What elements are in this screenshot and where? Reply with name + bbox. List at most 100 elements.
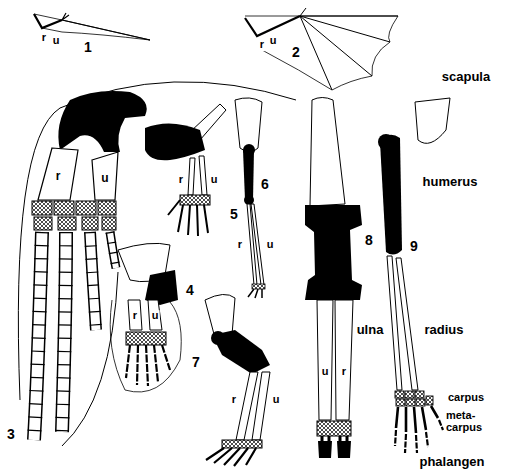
bone-label: u xyxy=(52,35,61,47)
figure-6 xyxy=(235,98,265,298)
carpus-bones xyxy=(317,421,351,436)
arm-bones xyxy=(34,14,62,28)
bone-label: r xyxy=(341,366,347,378)
wing-finger xyxy=(62,13,150,40)
bone-label: r xyxy=(237,239,243,251)
carpal-bone xyxy=(102,217,116,230)
bone-name: carpus xyxy=(447,392,485,404)
carpal-bone xyxy=(426,396,433,405)
metacarpal-bones xyxy=(396,406,438,433)
bone-name: scapula xyxy=(441,70,491,84)
bone-name: meta- carpus xyxy=(445,410,483,433)
carpus-bones xyxy=(180,195,210,205)
phalanx-chain xyxy=(34,232,42,440)
carpus-bones xyxy=(32,201,116,230)
figure-4 xyxy=(110,243,181,392)
bone-label: r xyxy=(41,32,47,44)
bone-label: u xyxy=(321,366,330,378)
phalanx-chain xyxy=(110,232,116,268)
radius-bone xyxy=(396,258,418,390)
finger-bones xyxy=(168,200,208,236)
phalanx-joints xyxy=(90,232,96,330)
humerus-head xyxy=(211,331,225,345)
scapula-bone xyxy=(235,98,262,152)
carpal-bone xyxy=(396,399,405,406)
callout-number: 7 xyxy=(191,355,201,370)
figure-5 xyxy=(145,104,226,236)
humerus-head xyxy=(243,144,255,156)
ulna-bone xyxy=(92,152,118,200)
phalanx-joints xyxy=(62,232,66,432)
figure-7 xyxy=(205,294,270,466)
bone-name: humerus xyxy=(422,175,479,189)
bone-label: r xyxy=(259,39,265,51)
phalanx-chain xyxy=(110,232,116,268)
ulna-bone xyxy=(148,300,162,330)
callout-number: 9 xyxy=(409,239,419,254)
bone-label: r xyxy=(132,310,138,322)
outline-arcs xyxy=(18,82,296,446)
ulna-bone xyxy=(317,300,333,420)
carpus-bones xyxy=(222,440,262,448)
figure-2 xyxy=(245,8,398,90)
radius-bone xyxy=(128,300,142,330)
callout-number: 5 xyxy=(229,207,239,222)
bone-label: u xyxy=(269,35,278,47)
bone-label: r xyxy=(178,174,184,186)
ulna-bone xyxy=(252,372,270,440)
humerus-head xyxy=(378,134,394,150)
bone-label: u xyxy=(151,310,160,322)
carpal-bone xyxy=(32,201,52,215)
finger-bones xyxy=(300,8,398,90)
callout-number: 2 xyxy=(291,45,301,60)
phalanx-chain xyxy=(90,232,96,330)
carpus-bones xyxy=(252,284,265,289)
phalanx-bones xyxy=(322,436,347,441)
ulna-bone xyxy=(199,156,207,195)
phalanx-bones xyxy=(395,420,443,453)
phalanx-chains xyxy=(34,232,116,440)
figure-9 xyxy=(378,98,450,453)
callout-number: 3 xyxy=(6,427,16,442)
callout-number: 6 xyxy=(260,177,270,192)
carpal-bone xyxy=(406,399,415,406)
phalanx-chain xyxy=(90,232,96,330)
humerus-bone xyxy=(305,205,362,300)
carpus-bones xyxy=(126,332,166,345)
phalanx-chain xyxy=(34,232,42,440)
callout-number: 1 xyxy=(83,40,93,55)
scapula-bone xyxy=(415,98,450,143)
callout-number: 4 xyxy=(185,283,195,298)
humerus-bone xyxy=(212,330,270,374)
forearm-bones xyxy=(247,204,264,285)
bone-label: u xyxy=(272,394,281,406)
humerus-bone xyxy=(243,150,254,200)
finger-bones xyxy=(248,289,262,298)
bone-label: u xyxy=(266,239,275,251)
humerus-bone xyxy=(58,91,146,152)
scapula-bone xyxy=(310,98,345,207)
radius-bone xyxy=(38,148,78,200)
bone-label: r xyxy=(55,170,62,183)
bone-label: r xyxy=(231,394,237,406)
callout-number: 8 xyxy=(364,233,374,248)
carpal-bone xyxy=(395,391,404,398)
carpal-bone xyxy=(415,391,424,398)
bone-name: ulna xyxy=(356,323,385,337)
bone-label: u xyxy=(210,174,219,186)
carpal-bone xyxy=(54,201,74,215)
radius-bone xyxy=(188,158,195,195)
phalanx-joints xyxy=(34,232,42,440)
phalanx-joints xyxy=(110,232,116,268)
finger-bones xyxy=(126,345,170,386)
carpal-bone xyxy=(98,201,116,215)
arm-bones xyxy=(245,16,300,36)
carpal-bone xyxy=(416,399,425,406)
phalanx-chain xyxy=(62,232,66,432)
carpal-bone xyxy=(82,217,98,230)
carpal-bone xyxy=(76,201,96,215)
bone-label: u xyxy=(100,172,109,185)
phalanx-chain xyxy=(62,232,66,432)
